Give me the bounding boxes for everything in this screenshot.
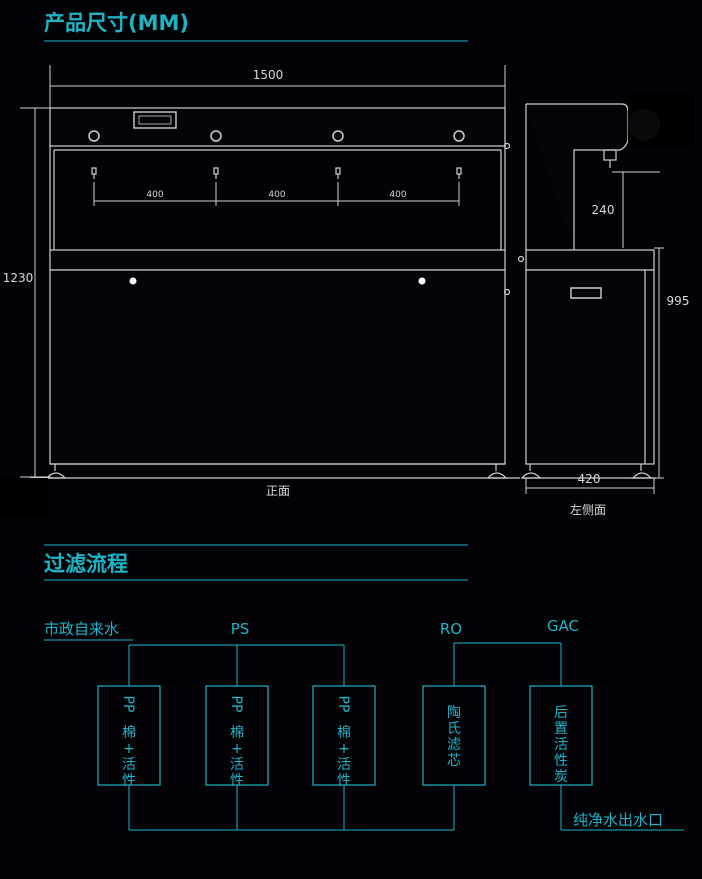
filter-box [422, 685, 486, 786]
filter-char: 性 [122, 773, 136, 789]
filter-char: 滤 [447, 737, 461, 753]
filter-box [97, 685, 161, 786]
ps-label: PS [231, 620, 250, 638]
ro-label: RO [440, 620, 462, 638]
filter-char: 芯 [447, 753, 461, 769]
tap-spacing-dimension [93, 182, 460, 206]
depth-label: 420 [578, 472, 601, 486]
front-width-label: 1500 [253, 68, 284, 82]
shadow-circle [628, 109, 660, 141]
filter-char: + [123, 741, 135, 757]
tap-spacing-label: 400 [146, 190, 163, 200]
filter-char: 性 [337, 773, 351, 789]
knob-icon [88, 130, 100, 142]
depth-dimension [525, 478, 655, 494]
side-view-caption: 左侧面 [570, 502, 606, 517]
front-view-caption: 正面 [266, 484, 290, 498]
lock-icon [129, 277, 137, 285]
filter-char: 性 [554, 753, 568, 769]
knob-icon [332, 130, 344, 142]
faucet-icon [91, 167, 97, 179]
tap-height-label: 240 [592, 203, 615, 217]
front-height-label: 1230 [3, 271, 34, 285]
filter-char: 活 [230, 757, 244, 773]
counter-height-dimension [654, 247, 664, 479]
tap-spacing-label: 400 [268, 190, 285, 200]
filter-char: 棉 [230, 724, 244, 741]
knob-icon [210, 130, 222, 142]
faucet-icon [213, 167, 219, 179]
filter-char: 棉 [337, 724, 351, 741]
filter-char: 氏 [447, 721, 461, 737]
filter-char: 棉 [122, 724, 136, 741]
cabinet-locks [129, 277, 426, 285]
tap-spacing-label: 400 [389, 190, 406, 200]
filter-char: 性 [230, 773, 244, 789]
filter-char: 后 [554, 705, 568, 721]
knob-icon [453, 130, 465, 142]
tap-height-dimension [612, 171, 660, 248]
gac-label: GAC [547, 617, 579, 635]
filter-char: PP [120, 696, 136, 713]
filter-char: + [231, 741, 243, 757]
front-knobs [88, 130, 465, 142]
section-title-dimensions: 产品尺寸(MM) [44, 11, 189, 35]
filter-char: PP [335, 696, 351, 713]
source-label: 市政自来水 [44, 620, 119, 638]
flow-lines [44, 639, 684, 831]
faucet-icon [456, 167, 462, 179]
filter-char: 陶 [447, 705, 461, 721]
front-width-dimension [49, 65, 506, 108]
front-height-dimension [20, 107, 50, 478]
filter-char: 炭 [554, 769, 568, 785]
filter-box [312, 685, 376, 786]
filter-box [205, 685, 269, 786]
lock-icon [418, 277, 426, 285]
corner-block [0, 478, 48, 518]
filter-char: PP [228, 696, 244, 713]
filter-text-pp2: PP 棉+活性 [228, 696, 244, 789]
side-view [517, 103, 656, 479]
taps [91, 167, 462, 179]
faucet-icon [335, 167, 341, 179]
counter-height-label: 995 [667, 294, 690, 308]
front-feet [30, 464, 520, 479]
front-view [49, 107, 511, 465]
filter-char: 置 [554, 721, 568, 737]
section-title-process: 过滤流程 [44, 552, 128, 576]
filter-box [529, 685, 593, 786]
process-header: 过滤流程 [44, 544, 468, 581]
dimensions-header: 产品尺寸(MM) [44, 11, 468, 42]
output-label: 纯净水出水口 [573, 811, 663, 829]
filter-text-pp1: PP 棉+活性 [120, 696, 136, 789]
filter-char: + [338, 741, 350, 757]
filter-text-pp3: PP 棉+活性 [335, 696, 351, 789]
filter-char: 活 [554, 737, 568, 753]
filter-char: 活 [337, 757, 351, 773]
filter-boxes [97, 685, 593, 786]
filter-char: 活 [122, 757, 136, 773]
